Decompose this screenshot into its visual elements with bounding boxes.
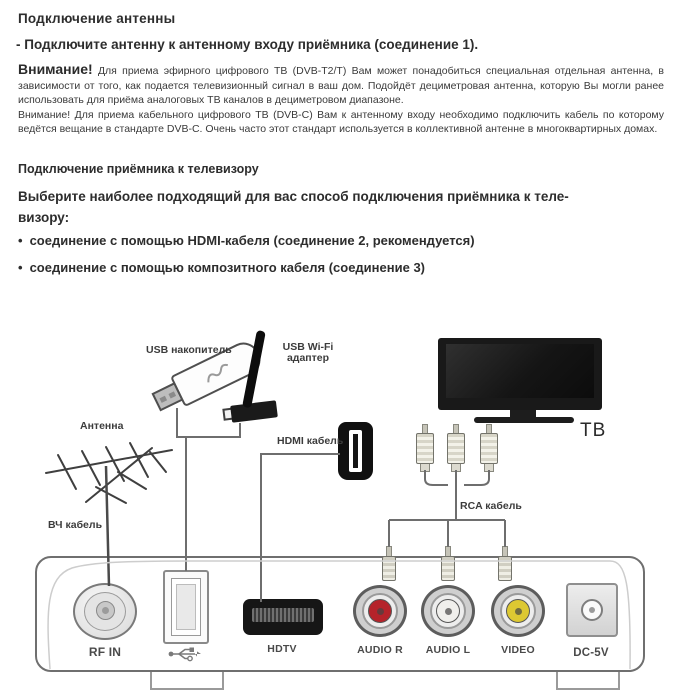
rca-cable-label: RCA кабель xyxy=(460,500,522,512)
wifi-adapter-body xyxy=(230,400,278,423)
bullet-item-composite: • соединение с помощью композитного кабел… xyxy=(18,260,425,275)
usb-drive-body xyxy=(169,337,266,408)
warning-label: Внимание! xyxy=(18,61,93,77)
video-label: VIDEO xyxy=(501,644,535,656)
bullet-item-hdmi: • соединение с помощью HDMI-кабеля (соеди… xyxy=(18,233,475,248)
rca-plug xyxy=(447,424,465,472)
antenna-icon xyxy=(45,442,173,504)
receiver-foot xyxy=(556,670,620,690)
rca-wire-right xyxy=(464,470,490,486)
usb-drive-logo xyxy=(207,363,229,383)
rca-plug-small xyxy=(382,546,396,581)
warning-text-2: Внимание! Для приема кабельного цифровог… xyxy=(18,108,664,136)
intro-line-2: визору: xyxy=(18,210,70,225)
rca-wire-left xyxy=(424,470,448,486)
video-port-center xyxy=(506,599,530,623)
usb-drive-label: USB накопитель xyxy=(146,344,232,356)
bullet-icon: • xyxy=(18,233,23,248)
rf-in-label: RF IN xyxy=(88,645,122,659)
tv-stand-neck xyxy=(510,410,536,418)
rf-cable-label: ВЧ кабель xyxy=(48,519,103,531)
section-antenna-title: Подключение антенны xyxy=(18,11,176,26)
tv-label: ТВ xyxy=(580,420,607,441)
warning-text-1: Для приема эфирного цифрового ТВ (DVB-T2… xyxy=(18,65,664,106)
hdmi-plug xyxy=(338,422,373,480)
hdmi-plug-slot xyxy=(349,430,362,472)
audio-r-port-center xyxy=(368,599,392,623)
rca-plug xyxy=(416,424,434,472)
bullet-text: соединение с помощью HDMI-кабеля (соедин… xyxy=(29,233,475,248)
section-tv-title: Подключение приёмника к телевизору xyxy=(18,162,259,176)
tv-screen xyxy=(446,344,594,398)
hdtv-label: HDTV xyxy=(267,643,297,655)
audio-l-label: AUDIO L xyxy=(425,644,471,656)
tv-connection-intro: Выберите наиболее подходящий для вас спо… xyxy=(18,186,569,228)
receiver-foot xyxy=(150,670,224,690)
dc-power-port xyxy=(566,583,618,637)
antenna-label: Антенна xyxy=(80,420,124,432)
bullet-icon: • xyxy=(18,260,23,275)
rca-plug-small xyxy=(441,546,455,581)
warning-paragraph-2: Внимание! Для приема кабельного цифровог… xyxy=(18,108,664,137)
hdtv-port-pins xyxy=(252,608,314,622)
warning-block: Внимание! Для приема эфирного цифрового … xyxy=(18,62,664,137)
intro-line-1: Выберите наиболее подходящий для вас спо… xyxy=(18,189,569,204)
usb-flash-drive xyxy=(147,334,269,421)
rca-plug-small xyxy=(498,546,512,581)
usb-port-tongue xyxy=(176,584,196,630)
audio-r-label: AUDIO R xyxy=(357,644,403,656)
bullet-text: соединение с помощью композитного кабеля… xyxy=(29,260,426,275)
hdmi-cable-label: HDMI кабель xyxy=(277,435,344,447)
dc-5v-label: DC-5V xyxy=(573,647,609,659)
rca-plug xyxy=(480,424,498,472)
rf-in-port-pin xyxy=(96,601,115,620)
antenna-instruction-line: - Подключите антенну к антенному входу п… xyxy=(16,37,479,52)
wifi-adapter-label: USB Wi-Fi адаптер xyxy=(282,341,334,364)
warning-paragraph-1: Внимание! Для приема эфирного цифрового … xyxy=(18,62,664,108)
audio-l-port-center xyxy=(436,599,460,623)
usb-icon xyxy=(168,647,201,662)
tv-stand-base xyxy=(474,417,574,423)
